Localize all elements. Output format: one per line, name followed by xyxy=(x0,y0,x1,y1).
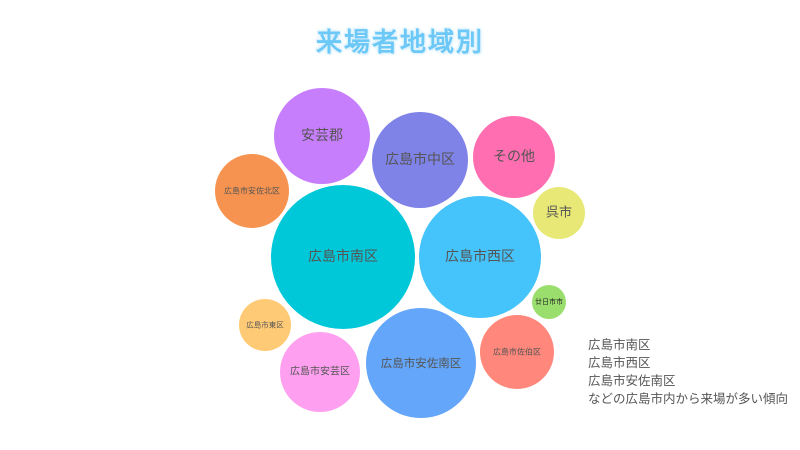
bubble-label: 呉市 xyxy=(546,205,572,221)
bubble-11 xyxy=(532,285,566,319)
bubble-2 xyxy=(366,308,476,418)
note-line: 広島市安佐南区 xyxy=(588,373,676,388)
bubble-label: 広島市東区 xyxy=(246,320,284,330)
bubble-label: 広島市中区 xyxy=(385,151,455,168)
bubble-label: 廿日市市 xyxy=(535,297,563,306)
bubble-8 xyxy=(480,315,554,389)
note-line: 広島市西区 xyxy=(588,355,651,370)
summary-note: 広島市南区 広島市西区 広島市安佐南区 などの広島市内から来場が多い傾向 xyxy=(588,336,788,408)
bubble-5 xyxy=(473,116,555,198)
bubble-label: 安芸郡 xyxy=(301,128,343,144)
chart-title: 来場者地域別 xyxy=(315,28,484,58)
bubble-label: 広島市安芸区 xyxy=(290,365,350,378)
note-line: などの広島市内から来場が多い傾向 xyxy=(588,391,789,406)
bubble-0 xyxy=(271,185,415,329)
bubble-label: その他 xyxy=(493,149,535,165)
bubble-7 xyxy=(215,154,289,228)
bubble-1 xyxy=(419,196,541,318)
bubble-label: 広島市南区 xyxy=(308,248,378,265)
note-line: 広島市南区 xyxy=(588,337,651,352)
bubble-4 xyxy=(372,112,468,208)
bubble-label: 広島市安佐南区 xyxy=(381,356,462,370)
bubble-label: 広島市西区 xyxy=(445,248,515,265)
bubble-3 xyxy=(274,88,370,184)
bubble-10 xyxy=(239,299,291,351)
bubble-label: 広島市安佐北区 xyxy=(224,186,280,196)
bubble-label: 広島市佐伯区 xyxy=(493,347,541,357)
bubble-6 xyxy=(280,332,360,412)
bubble-9 xyxy=(533,187,585,239)
